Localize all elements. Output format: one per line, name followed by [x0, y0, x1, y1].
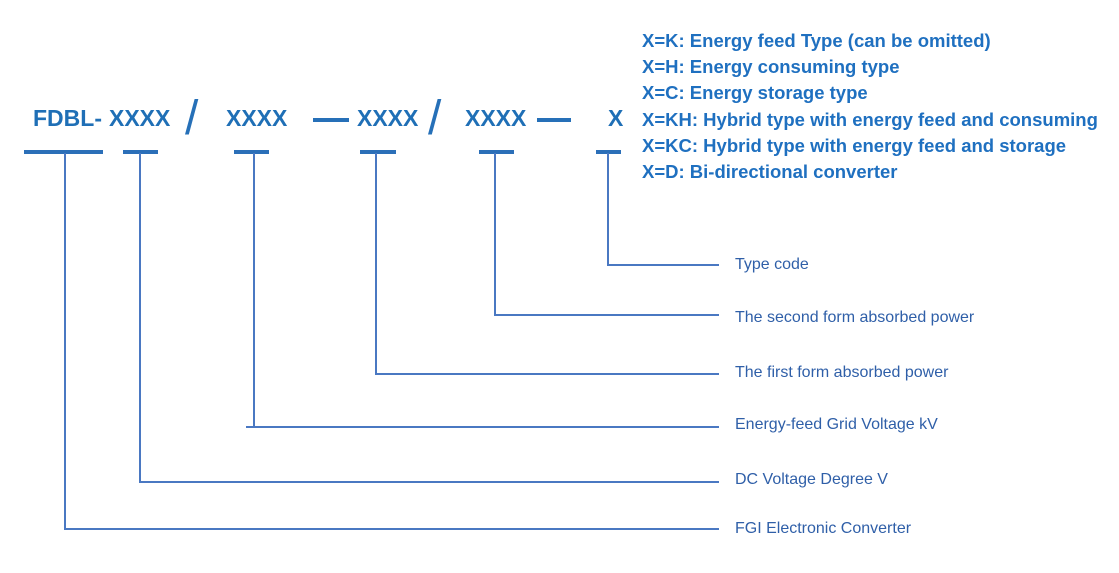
slash-separator: /: [428, 92, 442, 145]
connector-grid-voltage: [246, 426, 719, 428]
connector-fgi: [64, 528, 719, 530]
dash-separator: [537, 118, 571, 122]
connector-fgi: [64, 153, 66, 529]
label-dc-voltage: DC Voltage Degree V: [735, 471, 888, 488]
label-first-form: The first form absorbed power: [735, 364, 949, 381]
dash-separator: [313, 118, 349, 122]
connector-type-code: [607, 153, 609, 265]
connector-first-form: [375, 373, 719, 375]
underline-first-power: [360, 150, 396, 154]
connector-first-form: [375, 153, 377, 374]
type-options-list: X=K: Energy feed Type (can be omitted) X…: [642, 28, 1098, 185]
connector-type-code: [607, 264, 719, 266]
slash-separator: /: [185, 92, 199, 145]
model-field-second-power: XXXX: [465, 105, 527, 131]
underline-grid-voltage: [234, 150, 269, 154]
connector-second-form: [494, 314, 719, 316]
type-option: X=KH: Hybrid type with energy feed and c…: [642, 108, 1098, 130]
underline-type-code: [596, 150, 621, 154]
underline-prefix: [24, 150, 103, 154]
model-field-grid-voltage: XXXX: [226, 105, 288, 131]
connector-dc-voltage: [139, 481, 719, 483]
connector-dc-voltage: [139, 153, 141, 482]
label-type-code: Type code: [735, 256, 809, 273]
model-field-type-code: X: [608, 105, 624, 131]
type-option: X=D: Bi-directional converter: [642, 161, 898, 183]
type-option: X=H: Energy consuming type: [642, 56, 900, 78]
label-second-form: The second form absorbed power: [735, 309, 975, 326]
model-field-first-power: XXXX: [357, 105, 419, 131]
type-option: X=K: Energy feed Type (can be omitted): [642, 30, 991, 51]
underline-dc-voltage: [123, 150, 158, 154]
type-option: X=KC: Hybrid type with energy feed and s…: [642, 134, 1067, 156]
connector-grid-voltage: [253, 153, 255, 427]
type-option: X=C: Energy storage type: [642, 82, 868, 104]
label-fgi: FGI Electronic Converter: [735, 520, 912, 537]
underline-second-power: [479, 150, 514, 154]
model-field-dc-voltage: XXXX: [109, 105, 171, 131]
model-prefix: FDBL-: [33, 105, 102, 131]
label-grid-voltage: Energy-feed Grid Voltage kV: [735, 416, 938, 433]
connector-second-form: [494, 153, 496, 315]
